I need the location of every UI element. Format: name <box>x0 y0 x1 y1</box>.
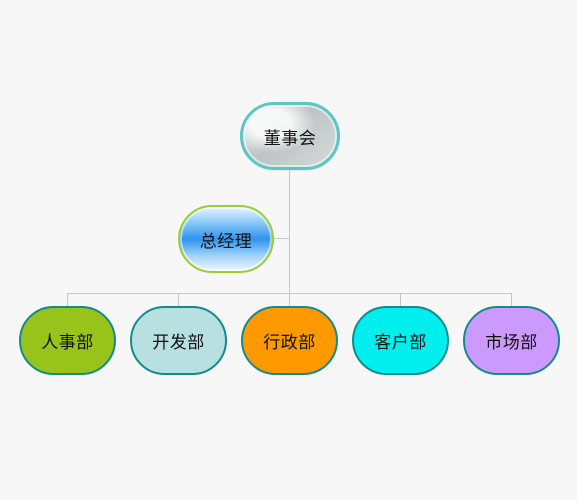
board-node: 董事会 <box>240 102 340 170</box>
department-label-customer: 客户部 <box>374 333 427 353</box>
department-node-administration: 行政部 <box>241 306 338 375</box>
department-node-marketing: 市场部 <box>463 306 560 375</box>
manager-label: 总经理 <box>199 231 253 252</box>
department-bus-connector <box>67 293 512 294</box>
department-node-development: 开发部 <box>130 306 227 375</box>
department-label-hr: 人事部 <box>41 333 94 353</box>
board-label: 董事会 <box>263 128 317 149</box>
department-label-development: 开发部 <box>152 333 205 353</box>
manager-node: 总经理 <box>178 205 274 273</box>
department-node-hr: 人事部 <box>19 306 116 375</box>
manager-connector <box>274 238 290 239</box>
department-connector-1 <box>67 293 68 306</box>
department-label-marketing: 市场部 <box>485 333 538 353</box>
department-label-administration: 行政部 <box>263 333 316 353</box>
department-connector-2 <box>178 293 179 306</box>
department-node-customer: 客户部 <box>352 306 449 375</box>
department-connector-4 <box>400 293 401 306</box>
department-connector-5 <box>511 293 512 306</box>
